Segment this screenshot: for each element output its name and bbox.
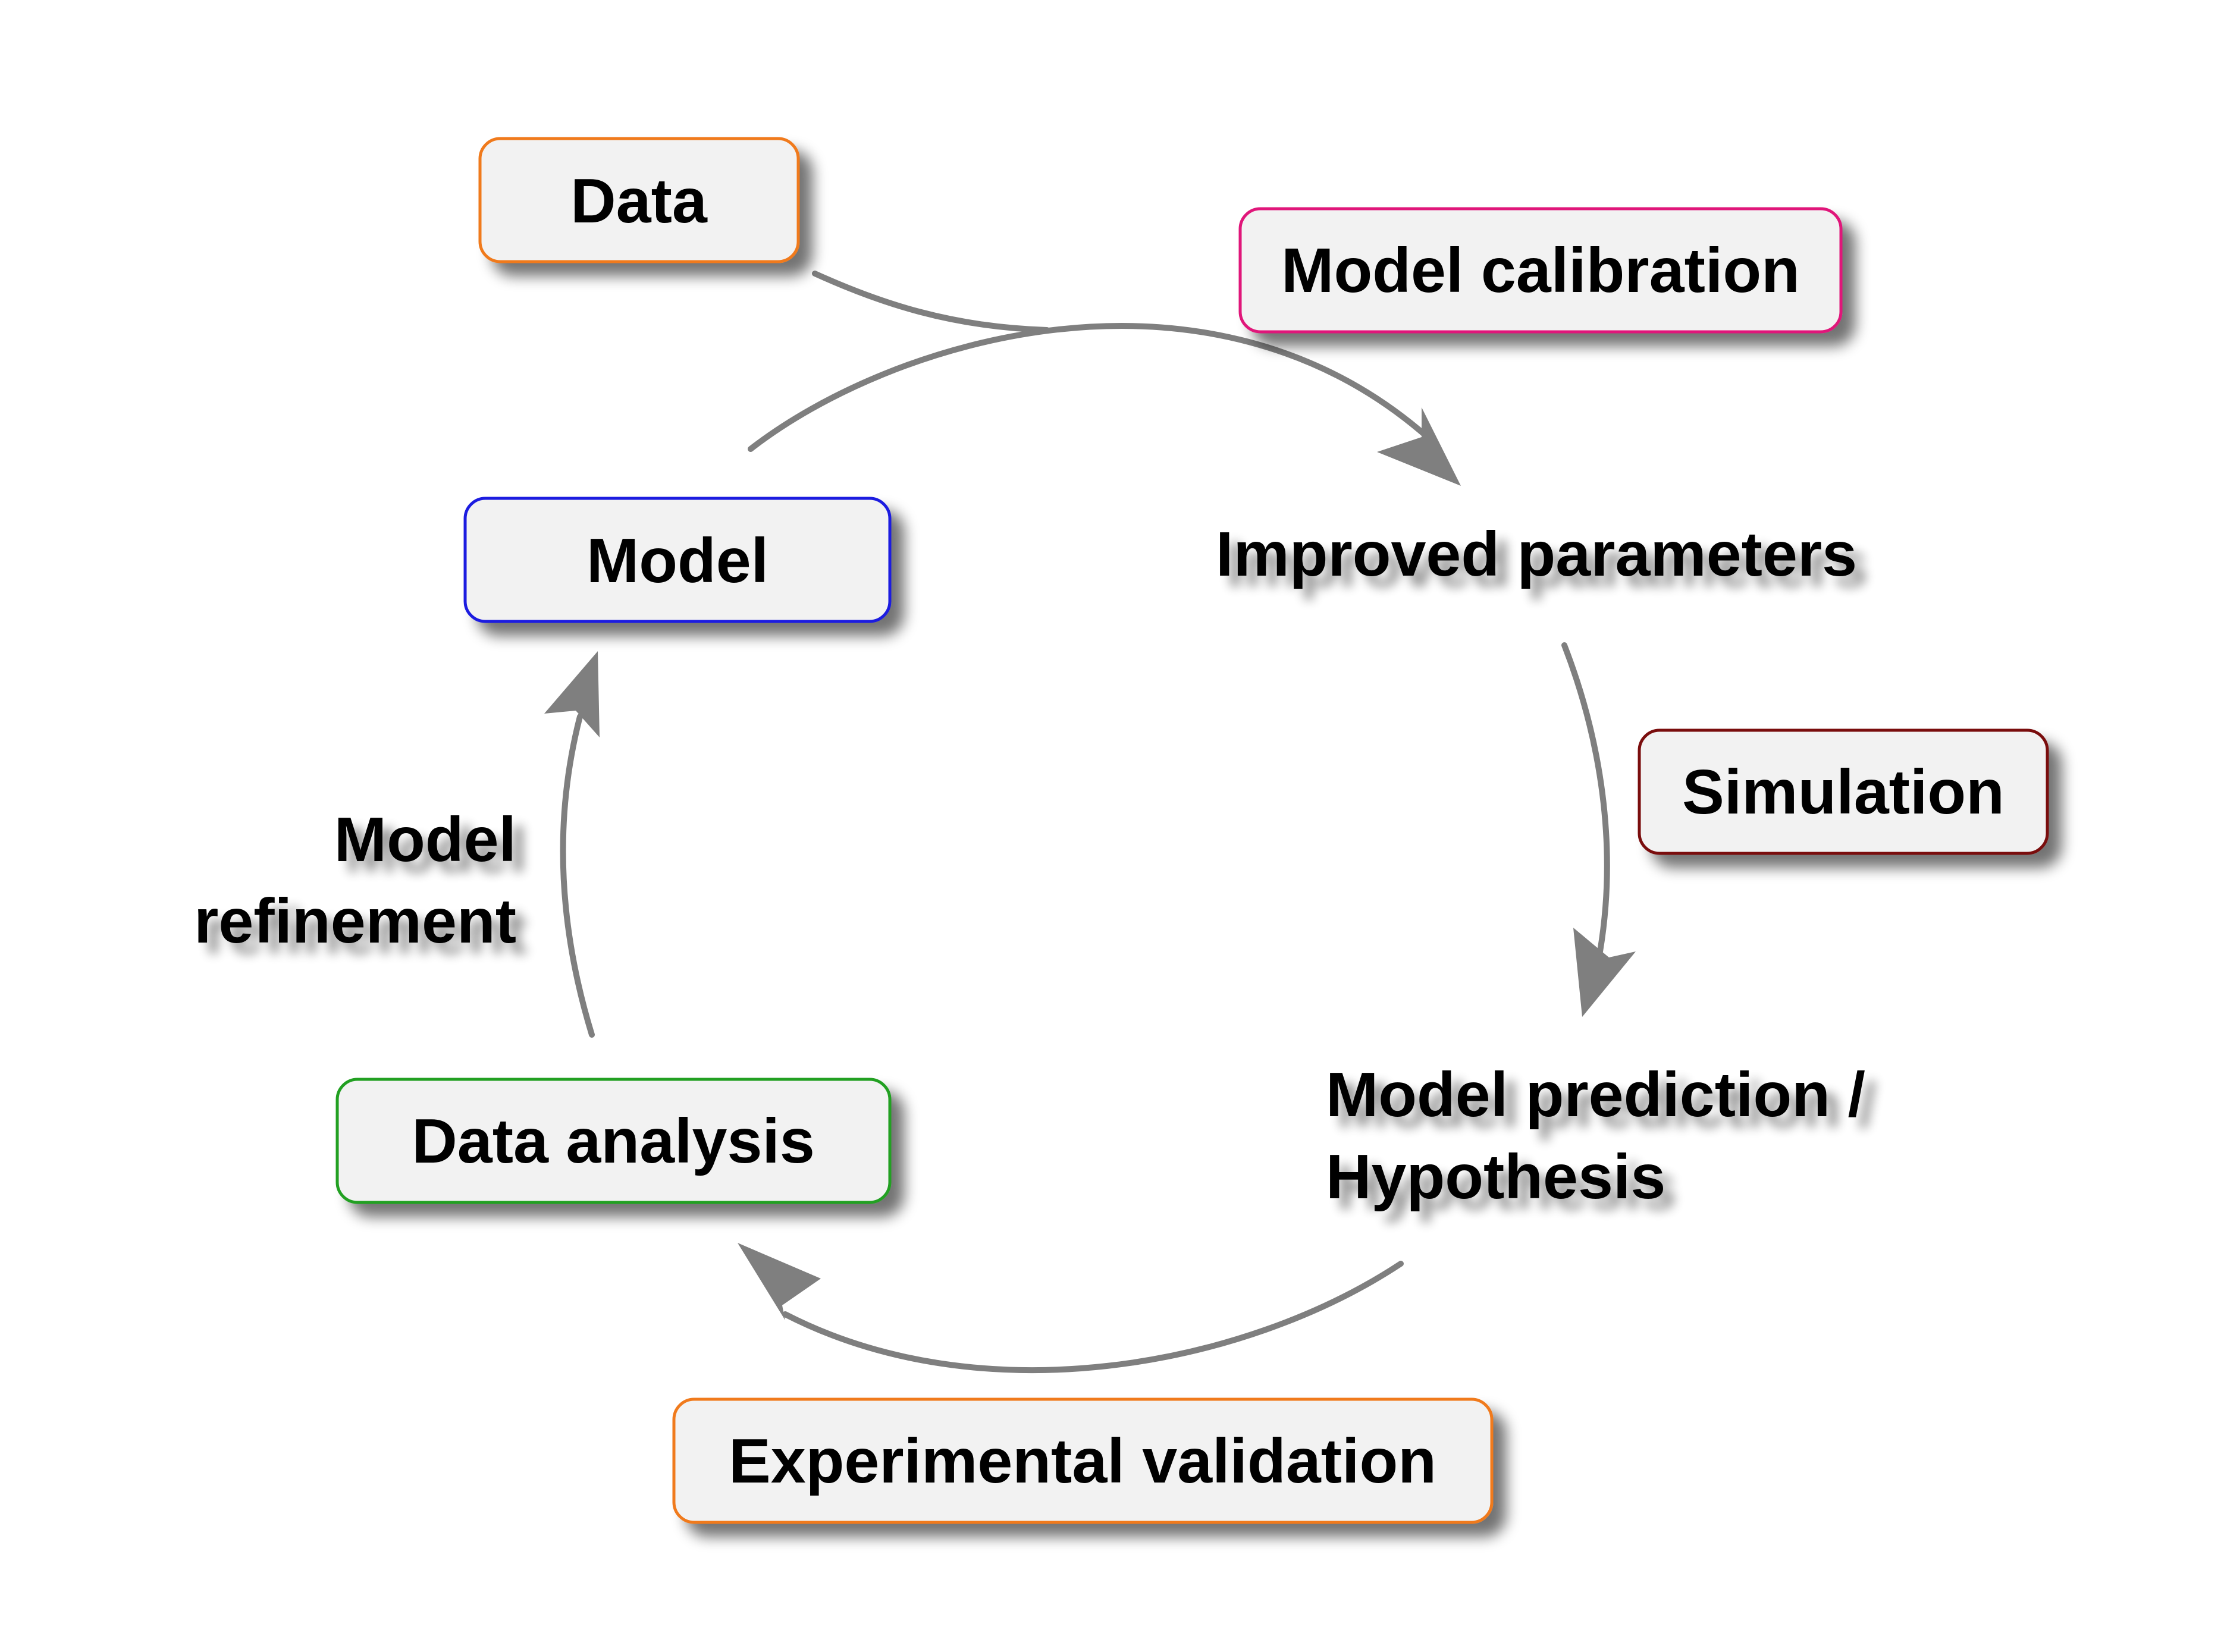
simulation-arrowhead bbox=[1573, 928, 1636, 1017]
experimental-validation-box: Experimental validation bbox=[672, 1397, 1494, 1524]
model-box-label: Model bbox=[586, 526, 768, 596]
improved-parameters-label: Improved parameters bbox=[1216, 519, 1857, 589]
model-prediction-label-line2: Hypothesis bbox=[1326, 1142, 1665, 1212]
refinement-arrowhead bbox=[544, 651, 600, 737]
data-input-arrow bbox=[812, 271, 1050, 333]
model-prediction-label-line1: Model prediction / bbox=[1326, 1060, 1865, 1130]
arrows bbox=[544, 271, 1636, 1374]
model-refinement-label-line1: Model bbox=[334, 805, 516, 875]
free-labels: Improved parameters Model refinement Mod… bbox=[194, 519, 1865, 1212]
data-analysis-box-label: Data analysis bbox=[412, 1106, 815, 1176]
model-refinement-label-line2: refinement bbox=[194, 886, 516, 956]
calibration-arrow bbox=[748, 323, 1431, 452]
experimental-validation-box-label: Experimental validation bbox=[729, 1426, 1436, 1496]
model-calibration-box-label: Model calibration bbox=[1281, 235, 1800, 306]
refinement-arrow bbox=[560, 714, 595, 1038]
validation-arrowhead bbox=[738, 1243, 821, 1320]
data-box-label: Data bbox=[570, 166, 708, 236]
data-box: Data bbox=[478, 137, 800, 263]
model-box: Model bbox=[463, 497, 892, 623]
simulation-box: Simulation bbox=[1638, 728, 2049, 855]
simulation-arrow bbox=[1561, 642, 1610, 954]
model-calibration-box: Model calibration bbox=[1238, 207, 1843, 334]
simulation-box-label: Simulation bbox=[1682, 757, 2005, 827]
calibration-arrowhead bbox=[1377, 407, 1461, 486]
validation-arrow bbox=[782, 1261, 1404, 1374]
data-analysis-box: Data analysis bbox=[335, 1078, 892, 1204]
